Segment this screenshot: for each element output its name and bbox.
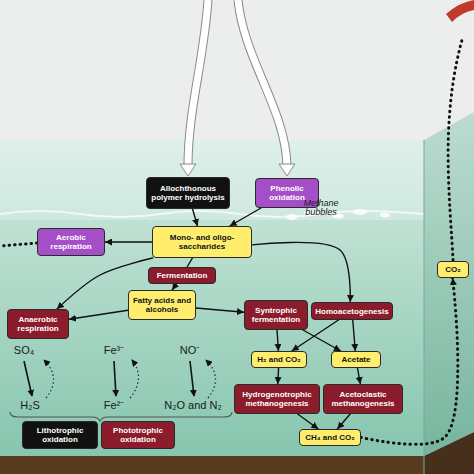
box-label: Fatty acids and alcohols [131,296,193,314]
dotted-outflow [448,40,462,260]
red-arrow [446,0,474,22]
flow-arrow [298,414,319,429]
input-arrows [180,0,295,176]
chemical-species: SO₄ [6,345,42,357]
bubbles [286,209,390,220]
process-box: Hydrogenotrophic methanogenesis [234,384,320,414]
process-box: Syntrophic fermentation [244,300,308,330]
chemical-species: Fe²⁻ [96,400,132,412]
chemical-species: N₂O and N₂ [150,400,236,412]
chemical-species: Fe³⁻ [96,345,132,357]
flow-arrow [277,368,279,384]
flow-arrow [353,320,356,351]
substrate-box: Fatty acids and alcohols [128,290,196,320]
flow-arrow [187,258,192,267]
flow-arrow [358,368,361,384]
water-surface [0,140,424,220]
box-label: Lithotrophic oxidation [25,426,95,444]
process-box: Phototrophic oxidation [101,421,175,449]
water-front [0,140,424,456]
dotted-outflow [0,243,37,246]
bracket [10,412,232,421]
box-label: Phototrophic oxidation [104,426,172,444]
substrate-box: CO₂ [437,261,469,278]
sediment-front [0,456,424,474]
process-box: Aerobic respiration [37,228,105,256]
box-label: Aerobic respiration [40,233,102,251]
box-label: Allochthonous polymer hydrolysis [149,184,227,202]
box-label: Acetate [342,355,371,364]
flow-arrow [252,242,350,302]
process-box: Acetoclastic methanogenesis [323,384,403,414]
substrate-box: Mono- and oligo-saccharides [152,226,252,258]
process-box: Allochthonous polymer hydrolysis [146,177,230,209]
flow-arrow [337,414,350,429]
chemical-species: H₂S [10,400,50,412]
chemical-species: NO⁻ [172,345,208,357]
flow-arrow [193,209,198,226]
flow-arrow [69,310,128,319]
process-box: Fermentation [148,267,216,284]
panel-edge [424,140,425,474]
box-label: Mono- and oligo-saccharides [155,233,249,251]
substrate-box: H₂ and CO₂ [251,351,307,368]
flow-arrow [105,241,152,242]
substrate-box: CH₄ and CO₂ [299,429,361,446]
water-side [424,112,474,456]
box-label: Acetoclastic methanogenesis [326,390,400,408]
box-label: CH₄ and CO₂ [305,433,355,442]
box-label: Homoacetogenesis [315,307,388,316]
flow-arrow [277,330,278,351]
box-label: Syntrophic fermentation [247,306,305,324]
flow-arrow [196,308,244,312]
box-label: H₂ and CO₂ [257,355,301,364]
annotation-text: Methane bubbles [294,199,348,218]
box-label: Hydrogenotrophic methanogenesis [237,390,317,408]
flow-arrow [230,208,261,226]
process-box: Anaerobic respiration [7,309,69,339]
sediment-side [424,432,474,474]
box-label: CO₂ [445,265,461,274]
box-label: Fermentation [157,271,208,280]
process-box: Homoacetogenesis [311,302,393,320]
substrate-box: Acetate [331,351,381,368]
redox-arrows [24,360,216,398]
box-label: Anaerobic respiration [10,315,66,333]
process-box: Lithotrophic oxidation [22,421,98,449]
